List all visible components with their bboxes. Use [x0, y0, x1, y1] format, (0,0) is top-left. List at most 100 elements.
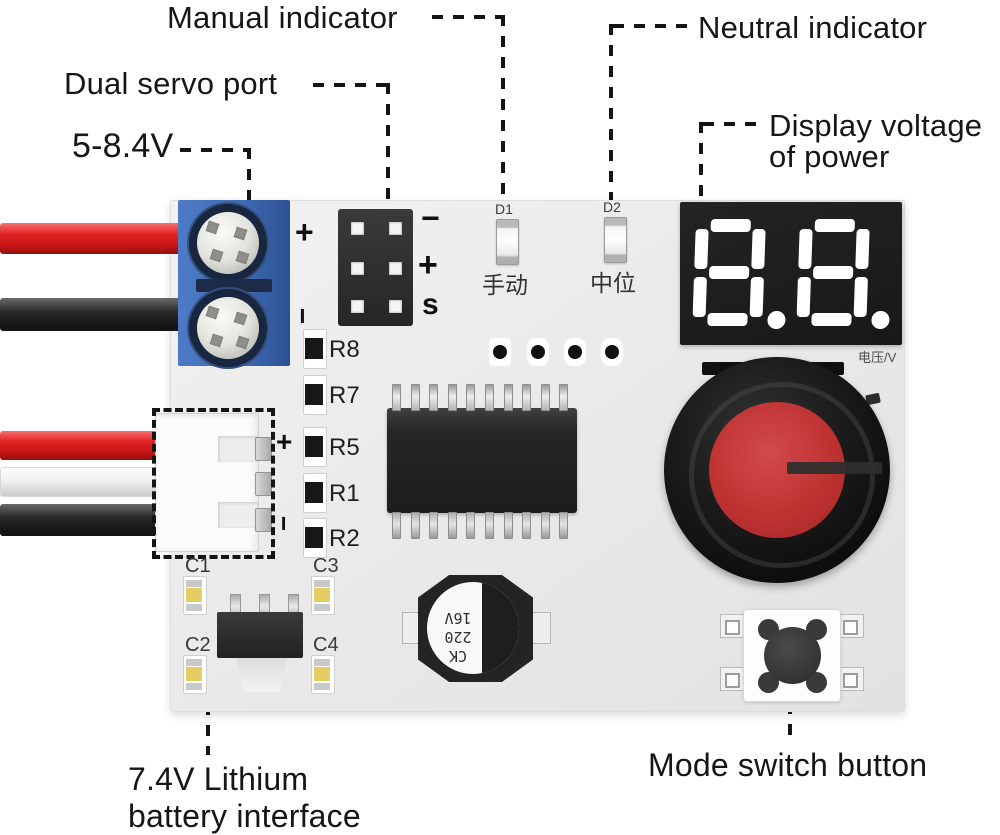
leader-mode-v: [788, 703, 792, 745]
battery-minus-label: −: [269, 515, 300, 532]
ic-pin: [522, 512, 532, 539]
main-ic-chip: [387, 408, 577, 513]
ecap-lead: [532, 612, 551, 644]
knob-pointer: [787, 462, 882, 474]
leader-neutral-h: [613, 24, 688, 28]
test-pad: [526, 337, 550, 367]
terminal-plus-label: +: [295, 214, 314, 250]
switch-leg: [720, 614, 746, 638]
leader-manual-h: [432, 15, 504, 19]
power-wire-black: [0, 298, 192, 331]
ic-pin: [392, 512, 401, 539]
ic-pin: [485, 384, 494, 411]
battery-wire-red: [0, 431, 160, 460]
leader-manual-v: [501, 15, 505, 205]
seven-segment-digits: [692, 219, 890, 329]
battery-annotation-box: [152, 408, 275, 559]
leader-servo-h: [313, 83, 389, 87]
test-pad: [563, 337, 587, 367]
battery-plus-label: +: [276, 426, 293, 457]
test-pad: [488, 337, 512, 367]
ecap-top: [427, 582, 519, 674]
ic-pin: [466, 384, 476, 411]
cap-c2-label: C2: [185, 634, 211, 656]
ic-pin: [429, 384, 439, 411]
label-display-voltage-line2: of power: [769, 139, 890, 174]
resistor-r5-label: R5: [329, 434, 360, 461]
ic-pin: [429, 512, 439, 539]
header-signal-label: s: [422, 288, 439, 321]
leader-voltage-h: [180, 148, 250, 152]
mode-switch-button[interactable]: [743, 609, 841, 702]
ic-pin: [410, 384, 420, 411]
ic-pin: [485, 512, 494, 539]
ic-pin: [466, 512, 476, 539]
ic-pin: [447, 512, 457, 539]
label-power-input-voltage: 5-8.4V: [72, 127, 174, 165]
neutral-led: [604, 217, 627, 263]
resistor-r8: [303, 329, 327, 369]
resistor-r2-label: R2: [329, 525, 360, 552]
cap-c4-label: C4: [313, 634, 339, 656]
resistor-r8-label: R8: [329, 336, 360, 363]
leader-servo-v: [386, 83, 390, 243]
ic-pin: [522, 384, 532, 411]
led2-designator: D2: [603, 199, 621, 215]
cap-c4: [311, 655, 335, 694]
ic-pin: [540, 384, 550, 411]
terminal-minus-label: −: [287, 307, 319, 325]
header-pin: [351, 222, 364, 235]
ecap-line1: CK: [448, 647, 468, 665]
leader-voltage-v: [247, 148, 251, 218]
knob-bevel-ring: [689, 382, 875, 568]
test-pad: [600, 337, 624, 367]
resistor-r1-label: R1: [329, 480, 360, 507]
header-pin: [389, 262, 402, 275]
ecap-marking: CK 220 16V: [431, 591, 485, 665]
ic-pin: [503, 512, 513, 539]
resistor-r7-label: R7: [329, 382, 360, 409]
label-battery-interface: 7.4V Lithium battery interface: [128, 761, 361, 835]
ic-pin: [447, 384, 457, 411]
terminal-screw-bottom: [197, 297, 259, 359]
label-neutral-indicator: Neutral indicator: [698, 10, 928, 45]
label-battery-line1: 7.4V Lithium: [128, 761, 309, 797]
led1-designator: D1: [495, 201, 513, 217]
label-display-voltage-line1: Display voltage: [769, 108, 983, 143]
voltage-regulator: [217, 612, 303, 658]
terminal-divider: [196, 279, 272, 292]
leader-display-h: [703, 122, 765, 126]
header-minus-label: −: [421, 200, 440, 236]
ic-pin: [540, 512, 550, 539]
resistor-r5: [303, 427, 327, 467]
terminal-screw-top: [197, 212, 259, 274]
switch-leg: [838, 667, 864, 691]
label-battery-line2: battery interface: [128, 798, 361, 834]
power-wire-red: [0, 223, 192, 254]
battery-connector: [155, 413, 259, 552]
voltage-unit-label: 电压/V: [858, 350, 897, 365]
label-mode-switch-button: Mode switch button: [648, 747, 928, 783]
battery-wire-white: [0, 467, 160, 497]
header-pin: [351, 262, 364, 275]
ic-pin: [392, 384, 401, 411]
neutral-led-label: 中位: [590, 270, 636, 296]
ecap-line2: 220: [444, 628, 472, 646]
label-manual-indicator: Manual indicator: [167, 0, 398, 35]
battery-wire-black: [0, 504, 160, 536]
resistor-r7: [303, 375, 327, 415]
label-dual-servo-port: Dual servo port: [64, 66, 278, 101]
switch-leg: [838, 614, 864, 638]
ic-pin: [559, 384, 569, 411]
leader-neutral-v: [609, 24, 613, 218]
switch-leg: [720, 667, 746, 691]
cap-c3-label: C3: [313, 555, 339, 577]
header-plus-label: +: [418, 246, 438, 284]
manual-led-label: 手动: [482, 272, 528, 298]
cap-c2: [183, 655, 207, 694]
ecap-line3: 16V: [444, 609, 472, 627]
header-pin: [389, 222, 402, 235]
header-pin: [351, 300, 364, 313]
ic-pin: [503, 384, 513, 411]
